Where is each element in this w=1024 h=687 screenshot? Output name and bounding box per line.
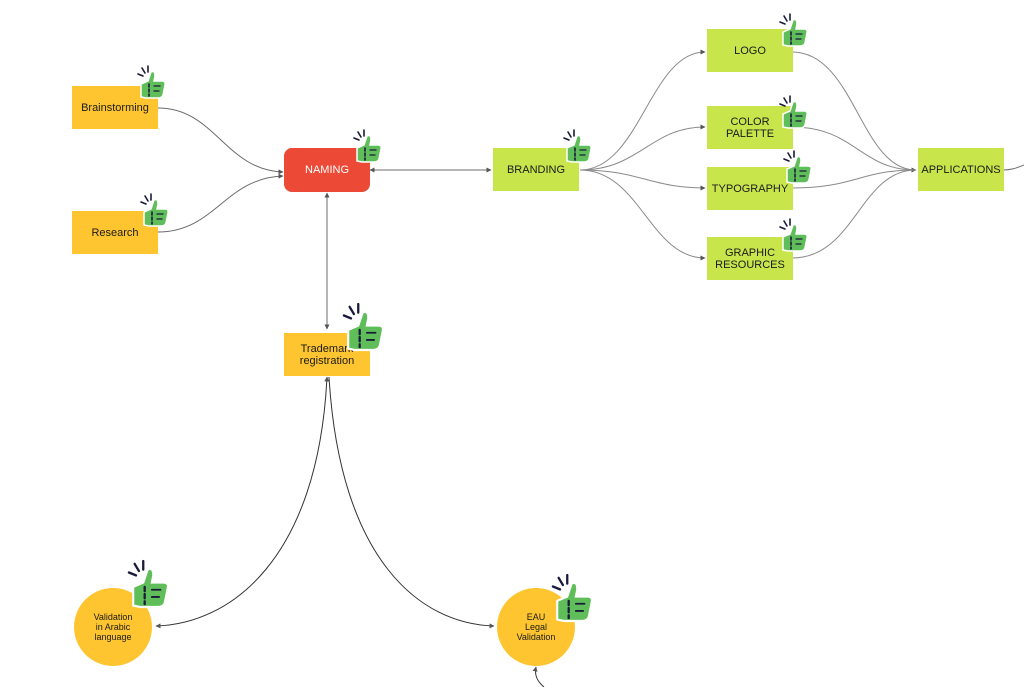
node-branding-label: BRANDING bbox=[506, 163, 566, 176]
thumbs-up-icon bbox=[779, 95, 808, 129]
thumbs-up-icon bbox=[779, 13, 808, 47]
node-brainstorming-label: Brainstorming bbox=[81, 101, 149, 114]
node-eau-legal-label: EAU Legal Validation bbox=[516, 612, 556, 642]
thumbs-up-icon bbox=[353, 129, 382, 163]
connector-graphic-applications[interactable] bbox=[791, 169, 917, 259]
node-logo[interactable]: LOGO bbox=[707, 29, 793, 72]
thumbs-up-icon bbox=[140, 193, 169, 227]
node-naming[interactable]: NAMING bbox=[284, 148, 370, 192]
node-graphic-resources[interactable]: GRAPHIC RESOURCES bbox=[707, 237, 793, 280]
connector-eau-legal-down[interactable] bbox=[532, 666, 545, 687]
connector-logo-applications[interactable] bbox=[791, 51, 917, 173]
connector-research-naming[interactable] bbox=[157, 173, 284, 233]
connector-branding-logo[interactable] bbox=[579, 49, 706, 171]
node-research-label: Research bbox=[91, 226, 139, 239]
node-graphic-resources-label: GRAPHIC RESOURCES bbox=[715, 246, 785, 271]
connector-brainstorming-naming[interactable] bbox=[157, 107, 284, 175]
thumbs-up-icon bbox=[342, 302, 385, 352]
node-validation-arabic-label: Validation in Arabic language bbox=[93, 612, 133, 642]
connector-applications-out[interactable] bbox=[1002, 164, 1024, 171]
connector-branding-color-palette[interactable] bbox=[579, 124, 706, 171]
node-applications[interactable]: APPLICATIONS bbox=[918, 148, 1004, 191]
node-trademark-label: Trademark registration bbox=[299, 342, 355, 367]
thumbs-up-icon bbox=[779, 218, 808, 252]
thumbs-up-icon bbox=[563, 129, 592, 163]
node-branding[interactable]: BRANDING bbox=[493, 148, 579, 191]
node-typography-label: TYPOGRAPHY bbox=[711, 182, 789, 195]
connector-trademark-validation-arabic[interactable] bbox=[155, 376, 330, 629]
node-logo-label: LOGO bbox=[734, 44, 766, 57]
node-naming-label: NAMING bbox=[305, 164, 349, 176]
node-applications-label: APPLICATIONS bbox=[921, 163, 1001, 176]
thumbs-up-icon bbox=[137, 65, 166, 99]
connector-typography-applications[interactable] bbox=[791, 169, 917, 189]
node-color-palette[interactable]: COLOR PALETTE bbox=[707, 106, 793, 149]
connector-trademark-eau-legal[interactable] bbox=[328, 376, 495, 629]
node-typography[interactable]: TYPOGRAPHY bbox=[707, 167, 793, 210]
connector-branding-graphic-resources[interactable] bbox=[579, 169, 706, 261]
thumbs-up-icon bbox=[551, 573, 594, 623]
thumbs-up-icon bbox=[127, 559, 170, 609]
connector-branding-typography[interactable] bbox=[579, 169, 706, 191]
thumbs-up-icon bbox=[783, 150, 812, 184]
connector-color-applications[interactable] bbox=[791, 126, 917, 171]
node-color-palette-label: COLOR PALETTE bbox=[725, 115, 775, 140]
